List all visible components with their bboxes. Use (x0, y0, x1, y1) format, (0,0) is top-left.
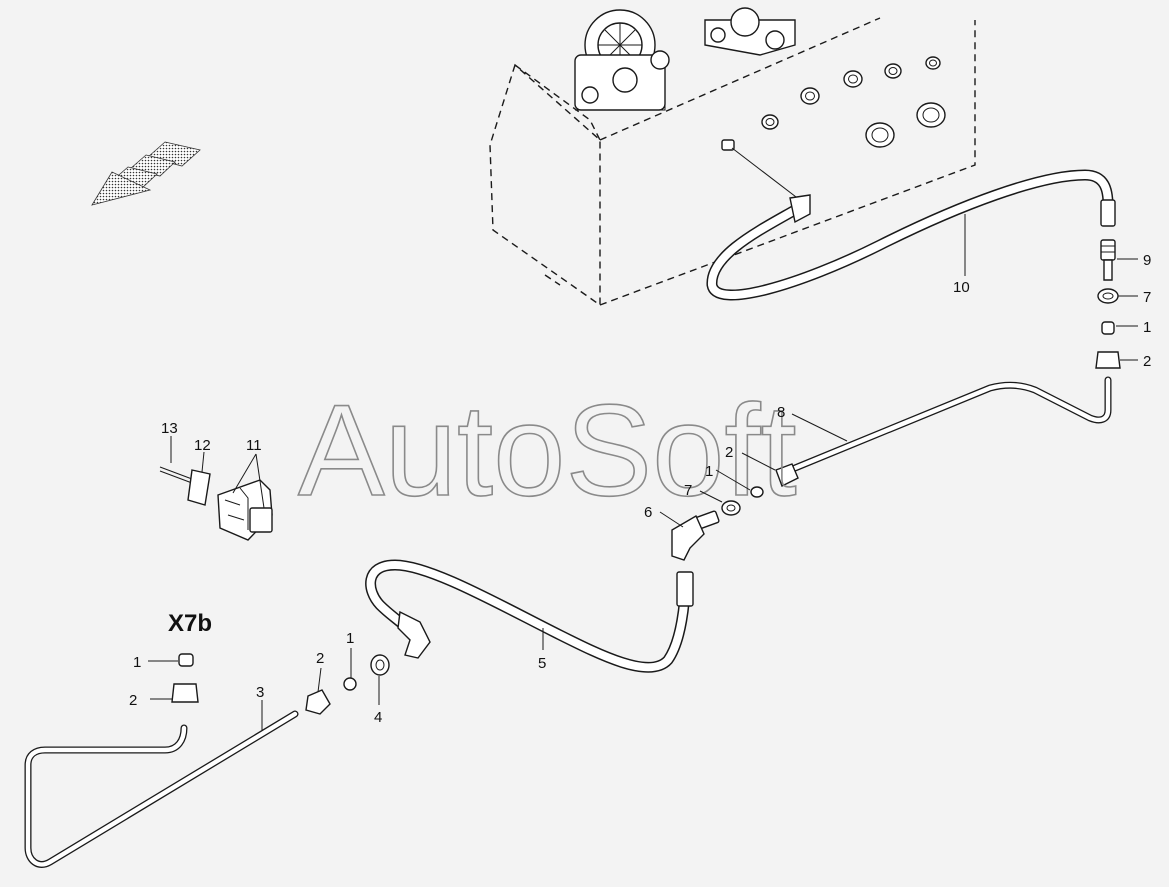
hose-5 (365, 559, 694, 673)
callout-3: 3 (256, 684, 264, 701)
brake-valve-left (574, 9, 670, 111)
callout-7: 7 (1143, 289, 1151, 306)
callout-9: 9 (1143, 252, 1151, 269)
hose-10 (706, 147, 1116, 301)
callout-11: 11 (246, 437, 262, 454)
x7b-fittings (171, 653, 199, 703)
connector-label-x7b: X7b (168, 610, 212, 637)
callout-2: 2 (725, 444, 733, 461)
callouts: X7b 1 2 3 2 1 4 5 6 7 1 2 8 9 7 1 2 10 1… (129, 252, 1151, 726)
callout-12: 12 (194, 437, 211, 454)
clamp-assembly (159, 466, 273, 541)
callout-6: 6 (644, 504, 652, 521)
callout-2: 2 (1143, 353, 1151, 370)
callout-4: 4 (374, 709, 382, 726)
callout-7: 7 (684, 482, 692, 499)
callout-1: 1 (133, 654, 141, 671)
callout-2: 2 (316, 650, 324, 667)
callout-13: 13 (161, 420, 178, 437)
callout-1: 1 (346, 630, 354, 647)
watermark: AutoSoft (298, 377, 797, 523)
pipe-3 (24, 710, 299, 868)
middle-fittings (671, 463, 799, 561)
callout-10: 10 (953, 279, 970, 296)
forward-direction-arrow-icon (91, 141, 201, 206)
callout-8: 8 (777, 404, 785, 421)
port-nuts (721, 56, 946, 151)
callout-5: 5 (538, 655, 546, 672)
callout-1: 1 (1143, 319, 1151, 336)
callout-1: 1 (705, 463, 713, 480)
callout-2: 2 (129, 692, 137, 709)
pipe-8 (791, 376, 1112, 472)
left-fittings (305, 654, 390, 715)
valve-block (489, 7, 976, 307)
right-fittings (1095, 239, 1121, 369)
leader-lines (148, 214, 1138, 730)
brake-valve-right (704, 7, 796, 56)
